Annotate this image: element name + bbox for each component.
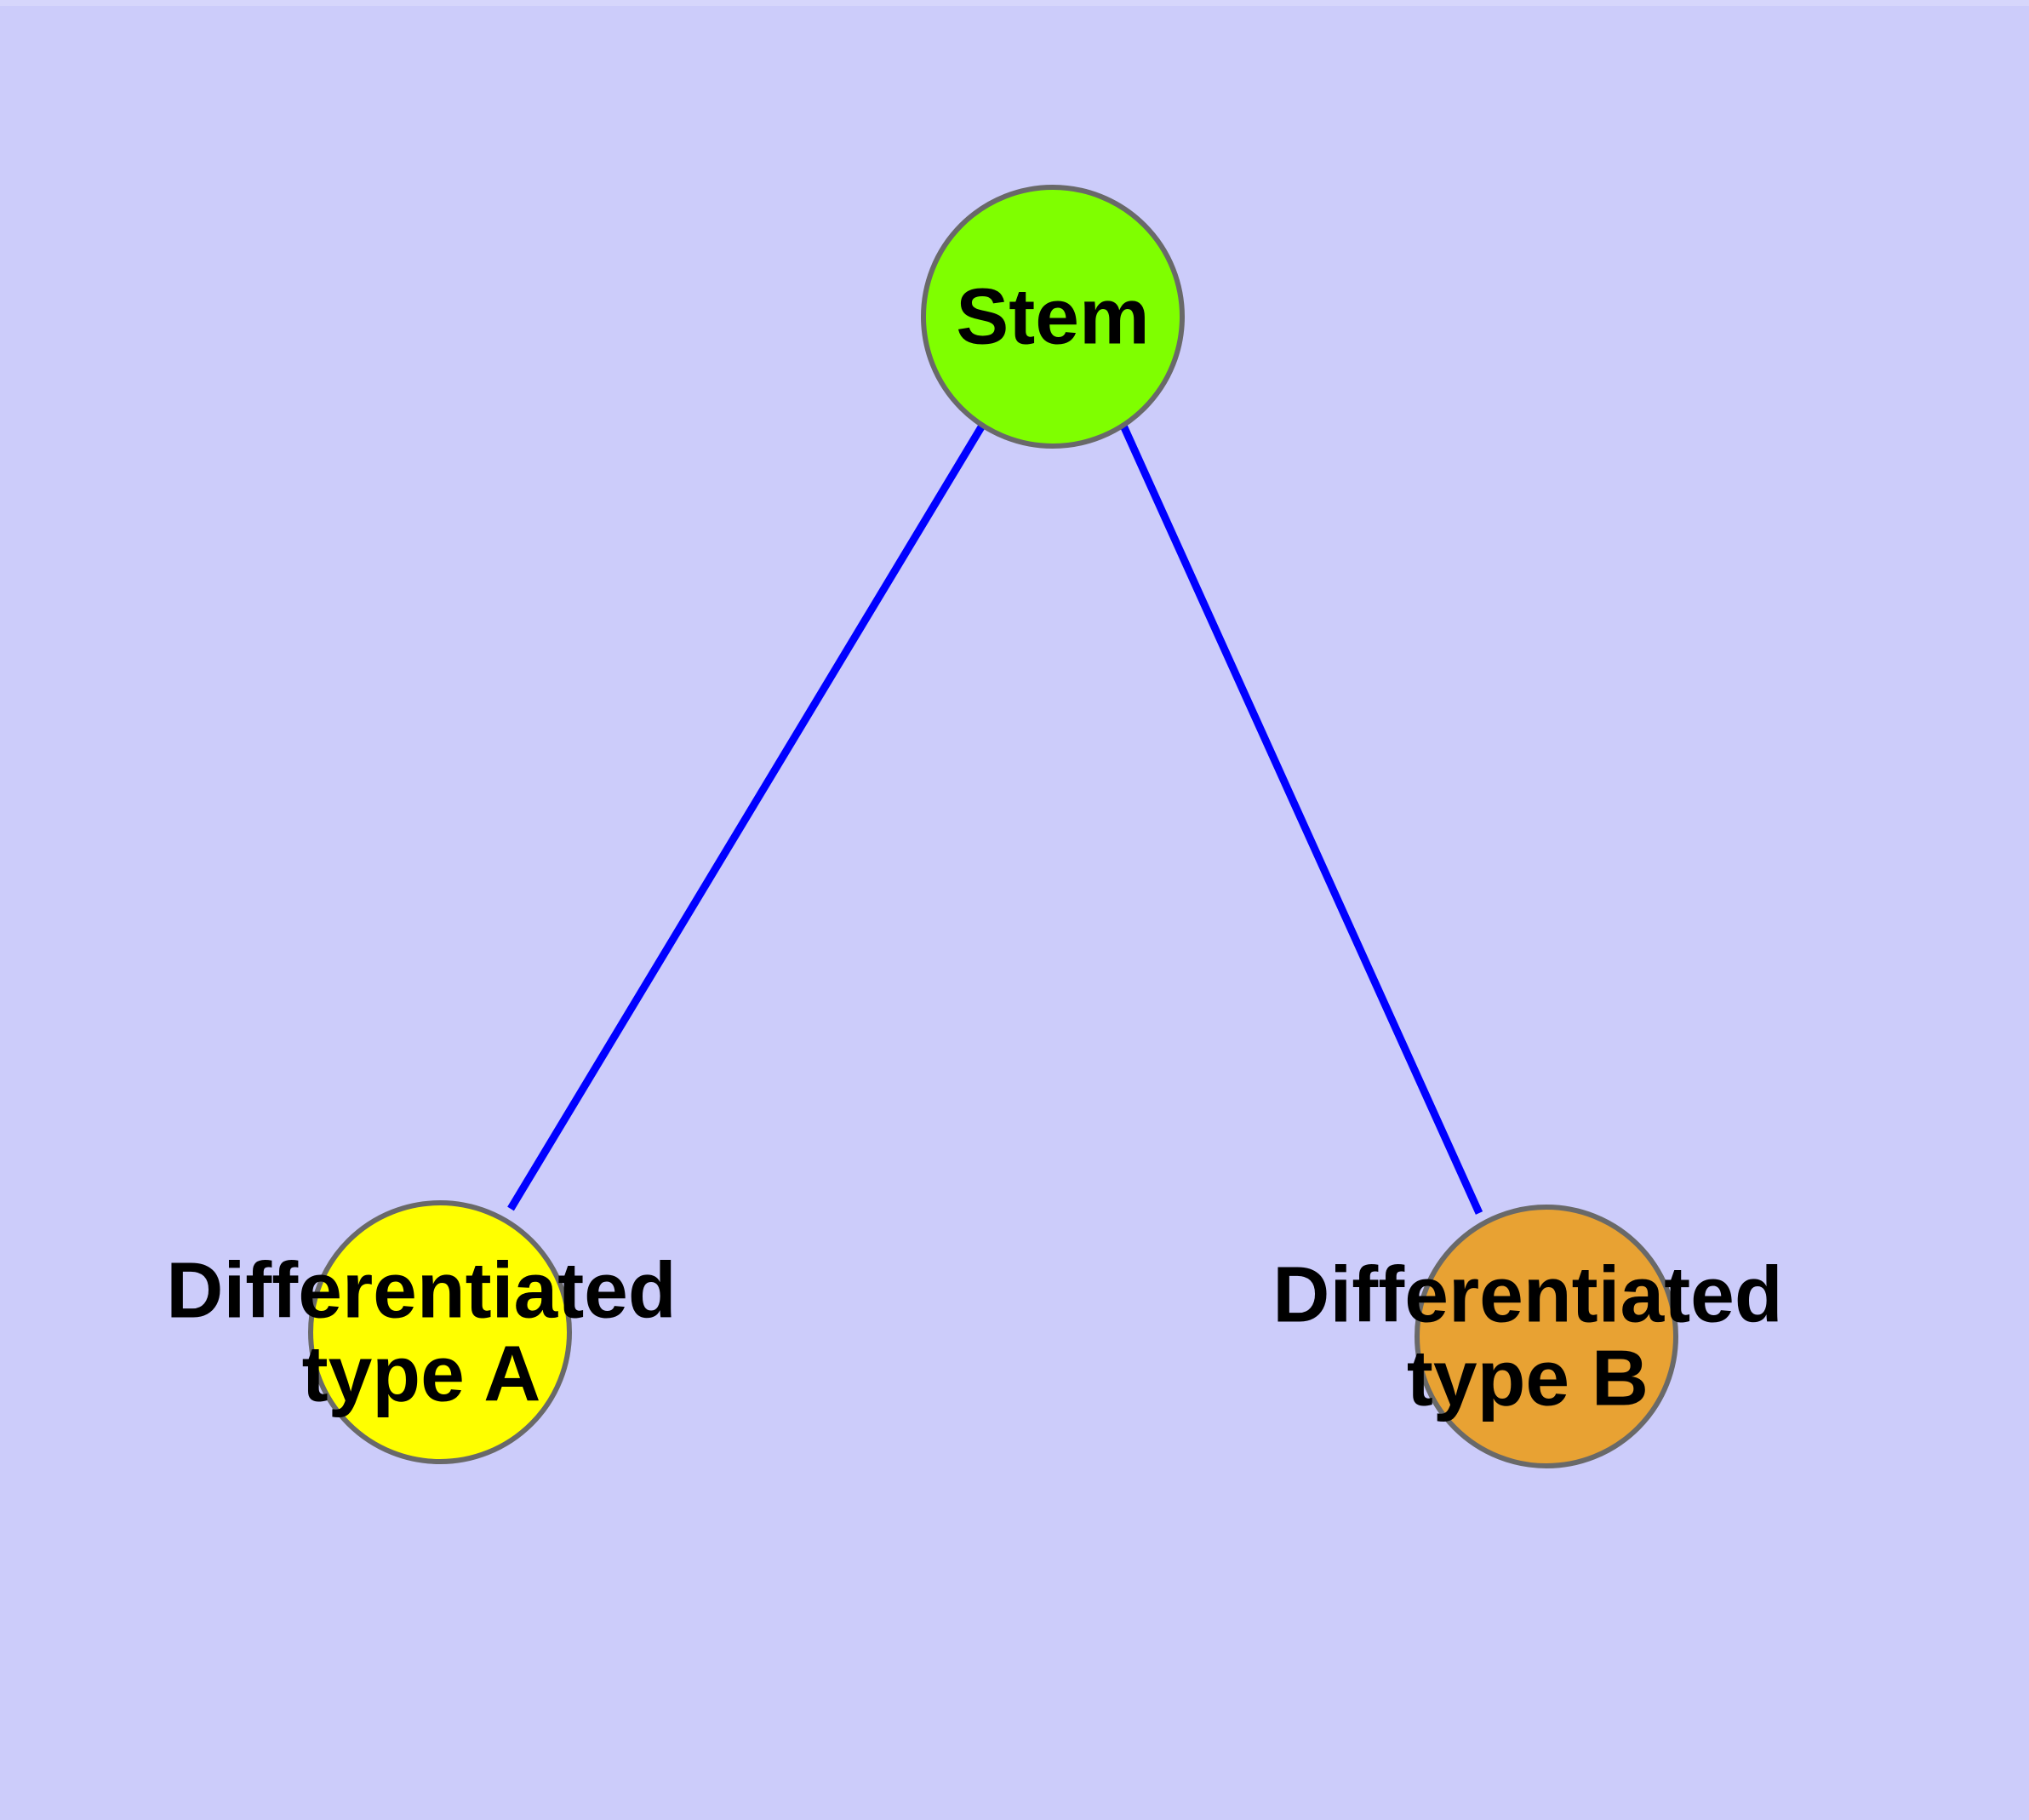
edge-stem-to-a[interactable]	[507, 423, 986, 1211]
node-circle-diff_b[interactable]	[1415, 1205, 1678, 1468]
edge-stem-to-b[interactable]	[1119, 424, 1483, 1215]
canvas-top-strip	[0, 0, 2029, 6]
node-label-line: Stem	[956, 272, 1149, 361]
node-label-stem: Stem	[956, 272, 1149, 361]
node-label-line: type A	[302, 1330, 541, 1418]
node-label-line: type B	[1407, 1334, 1649, 1422]
node-label-line: Differentiated	[166, 1246, 676, 1335]
edges-layer	[507, 423, 1483, 1215]
node-circle-stem[interactable]	[921, 185, 1185, 449]
node-circle-diff_a[interactable]	[308, 1200, 572, 1464]
node-label-line: Differentiated	[1272, 1251, 1782, 1339]
nodes-layer	[308, 185, 1678, 1468]
